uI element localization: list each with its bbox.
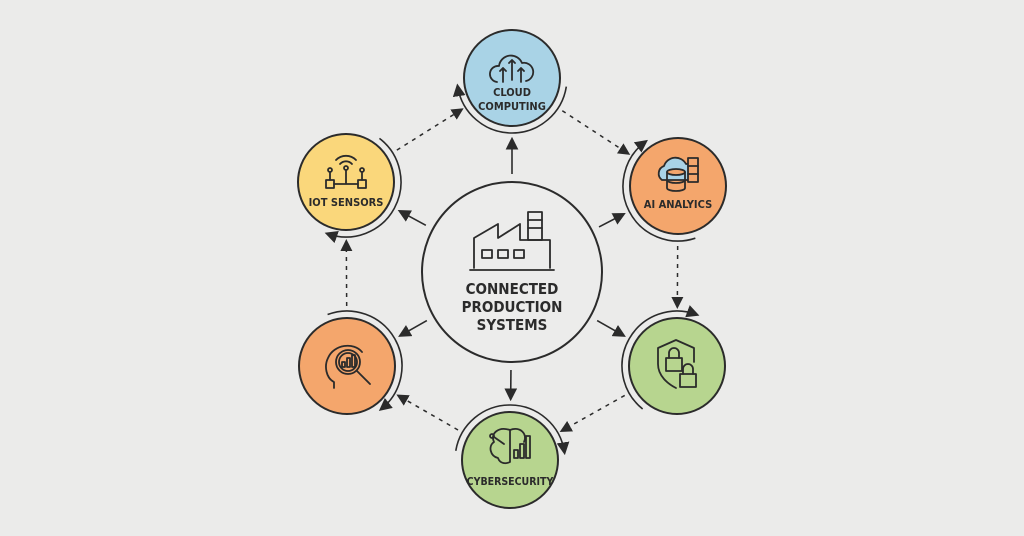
- dashed-link-iot: [396, 108, 464, 151]
- orbit-arc-iot: [324, 137, 402, 244]
- cloud-database-icon: [657, 156, 699, 192]
- node-cloud-computing: CLOUD COMPUTING: [463, 29, 561, 127]
- orbit-arc-security: [621, 305, 700, 410]
- brain-chart-icon: [489, 428, 531, 465]
- arrow-ai: [598, 213, 626, 228]
- center-arrows: [397, 136, 626, 402]
- head-magnifier-chart-icon: [325, 344, 371, 389]
- ai-analytics-label: AI ANALYICS: [644, 198, 712, 211]
- arrow-analysis: [398, 319, 428, 337]
- orbit-arc-ai: [622, 139, 696, 242]
- node-iot-sensors: IOT SENSORS: [297, 133, 395, 231]
- center-title-line-1: CONNECTED: [466, 280, 559, 298]
- center-title-line-3: SYSTEMS: [477, 316, 548, 334]
- cloud-label-line-2: COMPUTING: [478, 100, 546, 113]
- wifi-sensor-icon: [325, 154, 367, 189]
- cloud-upload-icon: [489, 54, 535, 83]
- dashed-link-security: [559, 394, 626, 433]
- node-cybersecurity: CYBERSECURITY: [461, 411, 559, 509]
- center-node: CONNECTED PRODUCTION SYSTEMS: [421, 181, 603, 363]
- center-title-line-2: PRODUCTION: [462, 298, 563, 316]
- orbit-arc-analysis: [327, 310, 403, 411]
- arrow-iot: [397, 210, 427, 226]
- cybersecurity-label: CYBERSECURITY: [467, 476, 554, 488]
- node-data-analysis: [298, 317, 396, 415]
- dashed-link-cloud: [561, 110, 631, 155]
- cloud-label-line-1: CLOUD: [493, 86, 531, 99]
- dashed-links: [340, 108, 684, 433]
- factory-icon: [469, 211, 555, 271]
- iot-sensors-label: IOT SENSORS: [309, 196, 384, 209]
- node-shield-security: [628, 317, 726, 415]
- node-ai-analytics: AI ANALYICS: [629, 137, 727, 235]
- shield-lock-icon: [657, 339, 697, 389]
- orbit-arc-cyber: [454, 404, 570, 456]
- arrow-security: [596, 319, 626, 337]
- orbit-arc-cloud: [452, 83, 568, 134]
- node-orbit-arcs: [324, 83, 700, 456]
- dashed-link-cyber: [396, 394, 459, 431]
